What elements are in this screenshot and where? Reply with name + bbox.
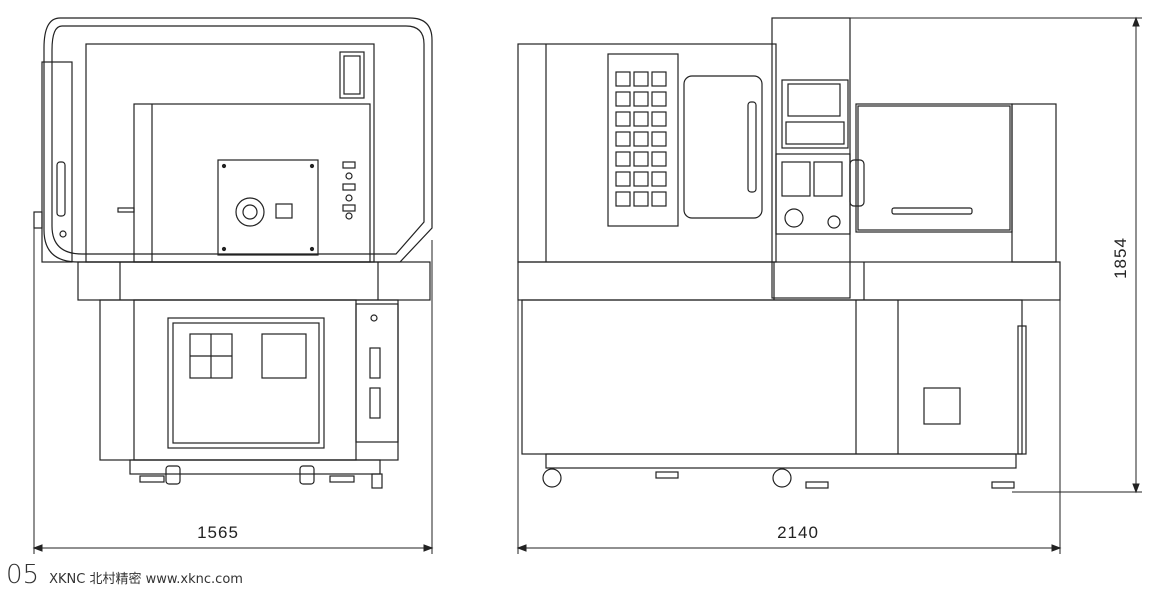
keypad-grid [615,71,667,207]
side-view [517,17,1061,489]
brand-text: XKNC 北村精密 www.xknc.com [49,572,243,587]
footer: 05 XKNC 北村精密 www.xknc.com [6,560,243,600]
side-width-label: 2140 [777,523,819,542]
front-view [33,17,433,489]
dimension-lines [32,16,1142,554]
front-width-label: 1565 [197,523,239,542]
page-number: 05 [6,560,40,590]
height-label: 1854 [1111,237,1130,279]
